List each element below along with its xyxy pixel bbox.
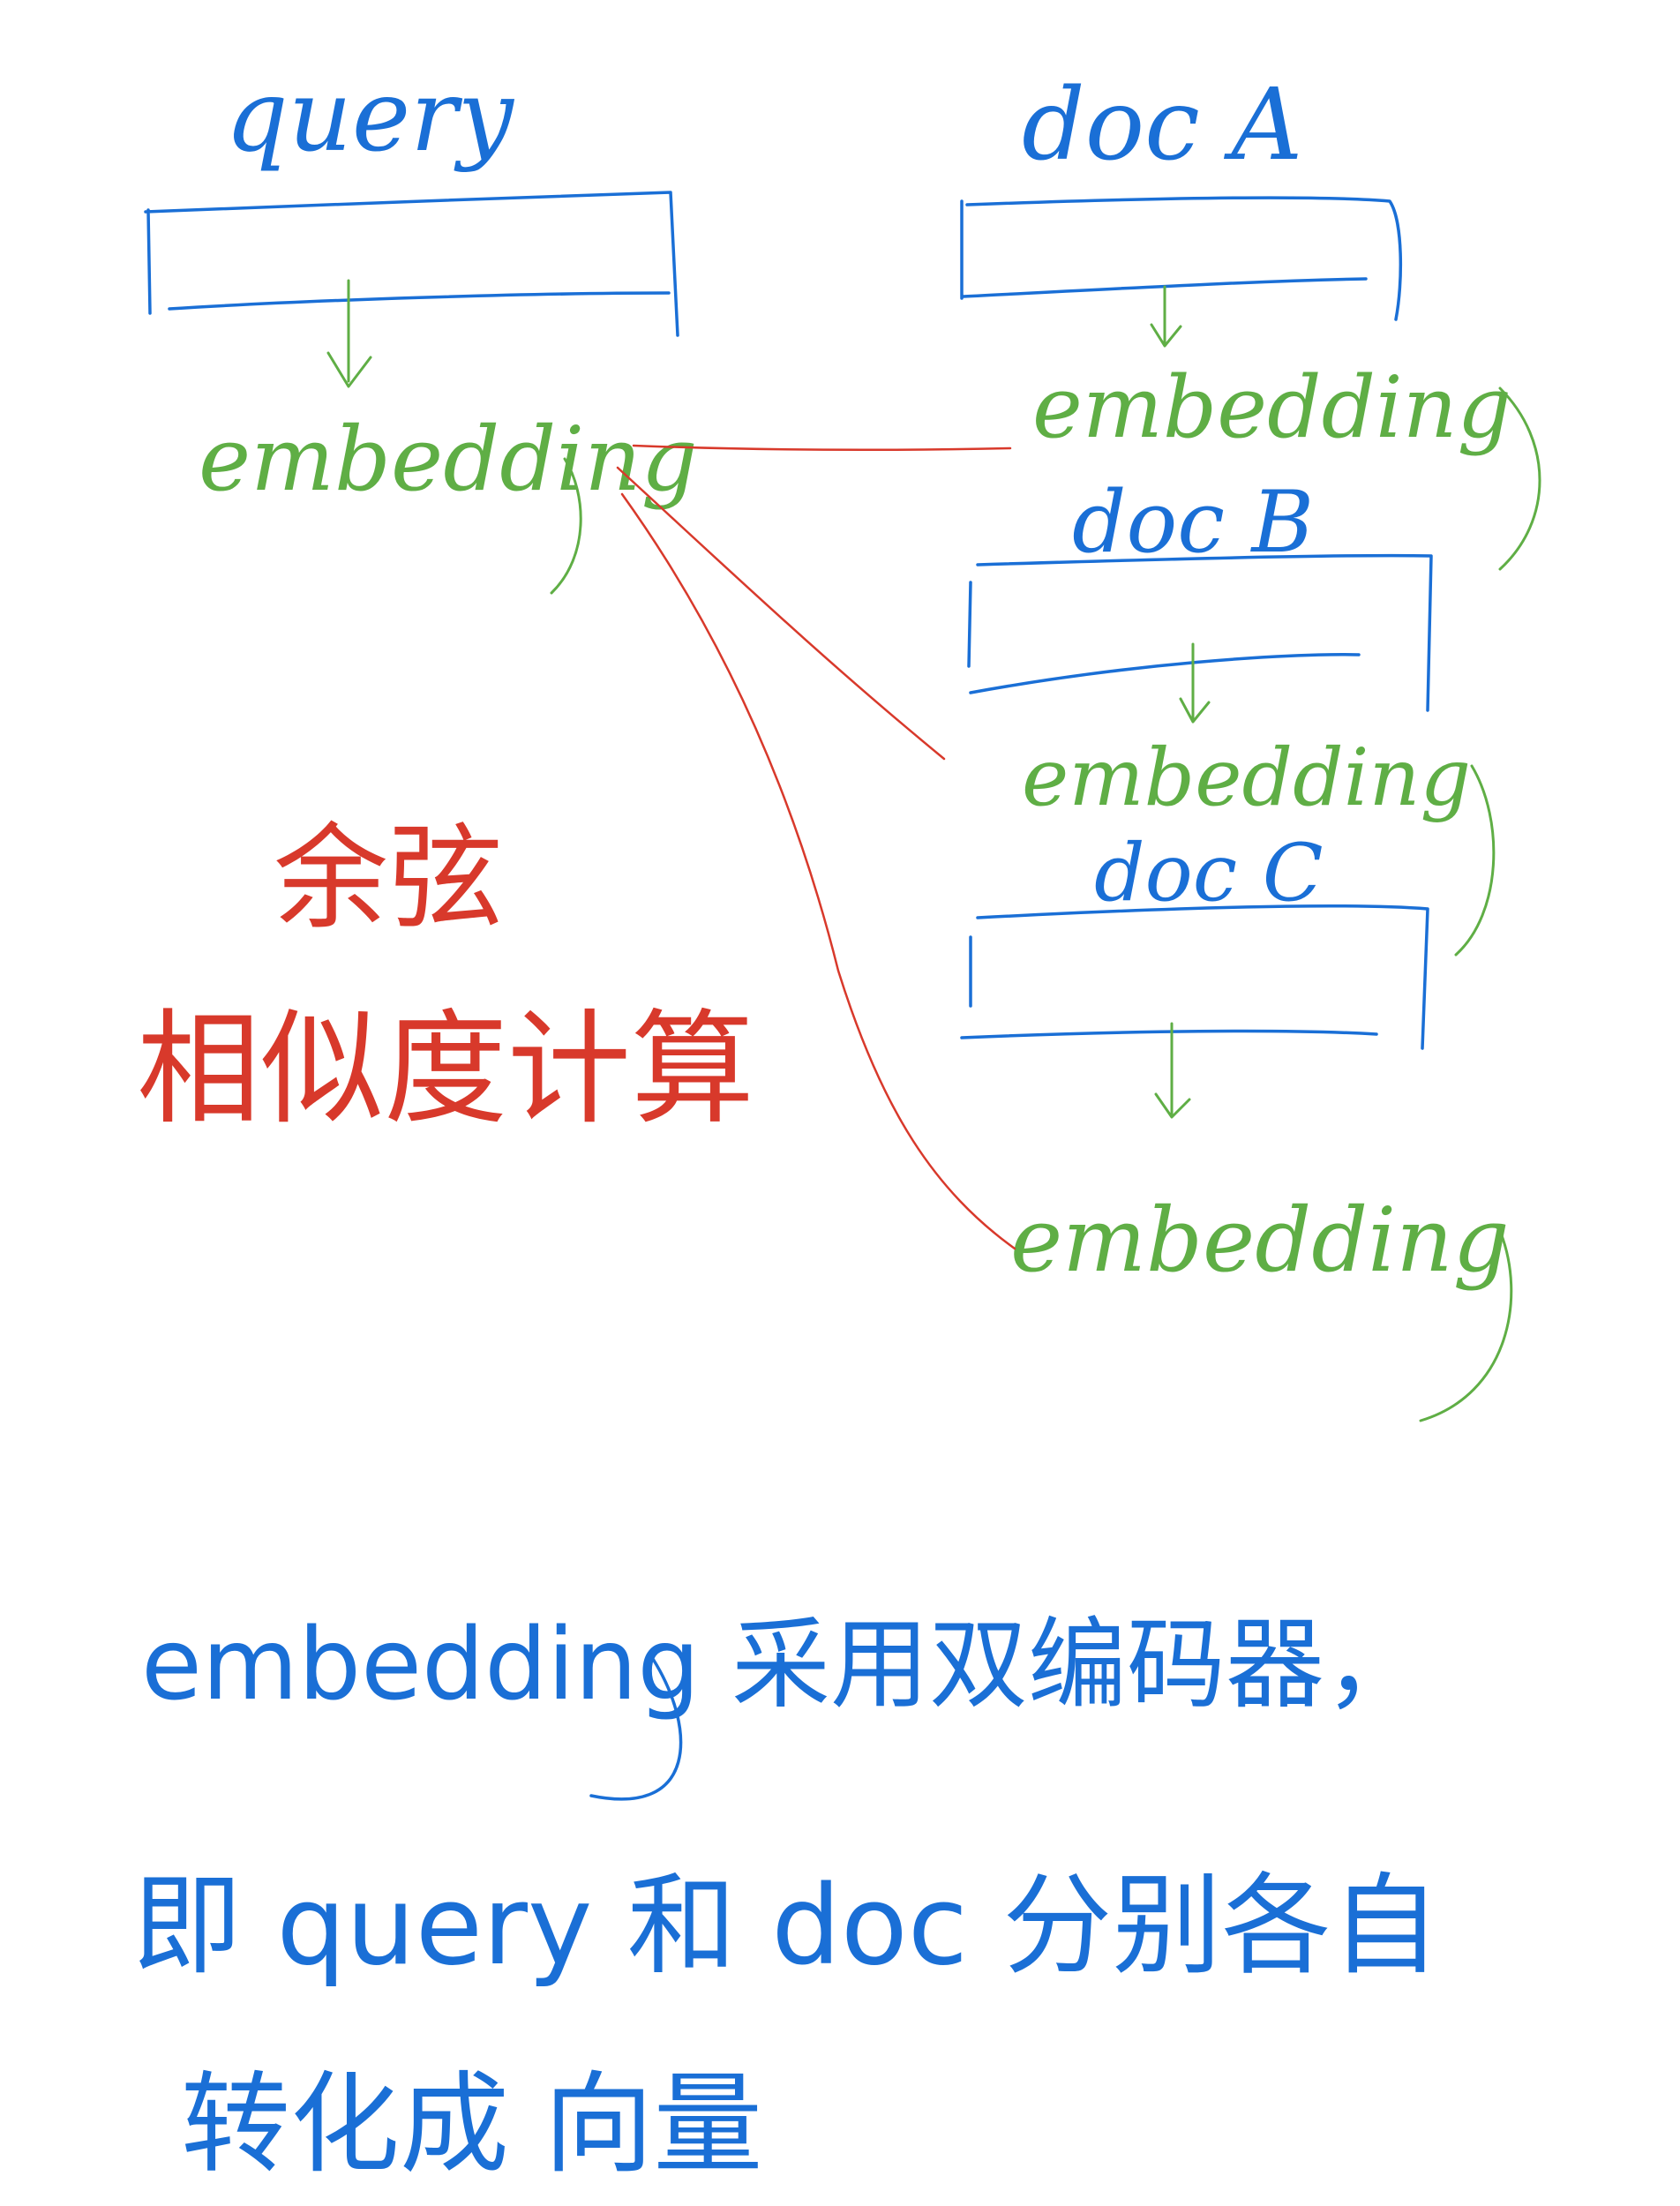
doc-a-embedding-tail [1498, 386, 1541, 571]
query-block: query embedding [144, 59, 698, 595]
doc-b-block: doc B embedding [967, 473, 1496, 957]
query-embedding-label: embedding [199, 408, 698, 511]
doc-b-embedding-tail [1454, 764, 1496, 957]
query-label: query [225, 59, 515, 174]
query-embedding-tail [550, 457, 582, 595]
doc-b-box [967, 553, 1433, 712]
summary-note-line1: embedding 采用双编码器， [141, 1608, 1423, 1722]
doc-c-embedding-tail [1419, 1229, 1513, 1422]
similarity-note-line2: 相似度计算 [137, 998, 754, 1142]
summary-note-line3: 转化成 向量 [181, 2061, 762, 2188]
doc-b-embedding-label: embedding [1022, 732, 1471, 824]
query-box [144, 191, 679, 337]
summary-embedding-tail [589, 1657, 683, 1801]
similarity-note: 余弦 相似度计算 [137, 811, 754, 1142]
doc-c-down-arrow-icon [1154, 1022, 1191, 1119]
doc-a-embedding-label: embedding [1032, 358, 1511, 457]
connector-query-doc-a [632, 444, 1012, 452]
doc-a-box [960, 196, 1403, 321]
doc-c-block: doc C embedding [960, 827, 1513, 1422]
doc-c-embedding-label: embedding [1010, 1189, 1510, 1292]
doc-a-label: doc A [1022, 68, 1302, 183]
summary-note: embedding 采用双编码器， 即 query 和 doc 分别各自 转化成… [132, 1608, 1440, 2188]
query-down-arrow-icon [326, 279, 372, 388]
doc-c-label: doc C [1094, 827, 1324, 919]
summary-note-line2: 即 query 和 doc 分别各自 [132, 1863, 1440, 1990]
similarity-note-line1: 余弦 [274, 811, 503, 945]
doc-c-box [960, 904, 1429, 1050]
doc-b-label: doc B [1072, 473, 1314, 572]
connector-query-doc-c [620, 492, 1016, 1250]
doc-b-down-arrow-icon [1179, 642, 1211, 724]
similarity-connectors [616, 444, 1016, 1250]
doc-a-block: doc A embedding [960, 68, 1541, 571]
doc-a-down-arrow-icon [1150, 285, 1182, 348]
connector-query-doc-b [616, 466, 946, 761]
